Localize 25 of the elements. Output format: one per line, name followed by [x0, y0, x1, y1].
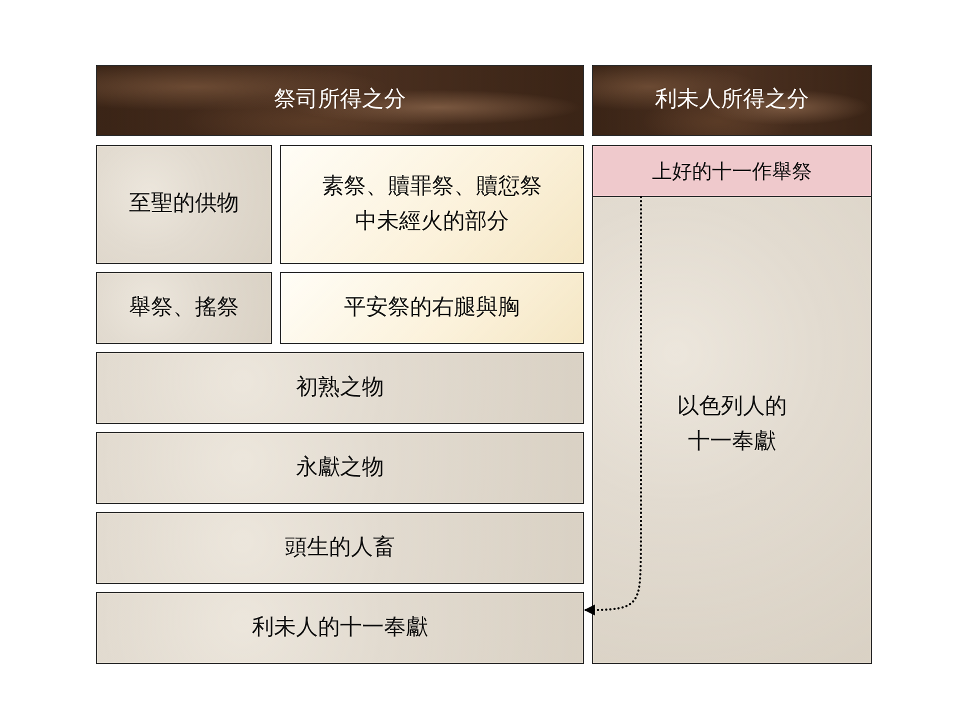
label-text: 素祭、贖罪祭、贖愆祭中未經火的部分 — [321, 173, 543, 236]
category-box — [96, 432, 584, 504]
label-text: 初熟之物 — [296, 374, 384, 402]
header-bar — [592, 65, 872, 136]
label-text: 平安祭的右腿與胸 — [344, 294, 520, 322]
label-text: 利未人的十一奉獻 — [252, 614, 428, 642]
category-box — [96, 512, 584, 584]
category-box — [280, 145, 584, 264]
arrow — [584, 196, 642, 616]
highlight-band — [593, 146, 871, 197]
tithe-panel — [592, 145, 872, 664]
label-text: 永獻之物 — [296, 454, 384, 482]
label-text: 以色列人的十一奉獻 — [677, 393, 787, 456]
label-text: 至聖的供物 — [129, 190, 239, 218]
category-box — [96, 352, 584, 424]
category-box — [96, 272, 272, 344]
label-text: 利未人所得之分 — [655, 86, 809, 114]
label-text: 頭生的人畜 — [285, 534, 395, 562]
category-box — [96, 145, 272, 264]
label-text: 祭司所得之分 — [274, 86, 406, 114]
category-box — [280, 272, 584, 344]
label-text: 舉祭、搖祭 — [129, 294, 239, 322]
label-text: 上好的十一作舉祭 — [652, 158, 812, 184]
header-bar — [96, 65, 584, 136]
category-box — [96, 592, 584, 664]
